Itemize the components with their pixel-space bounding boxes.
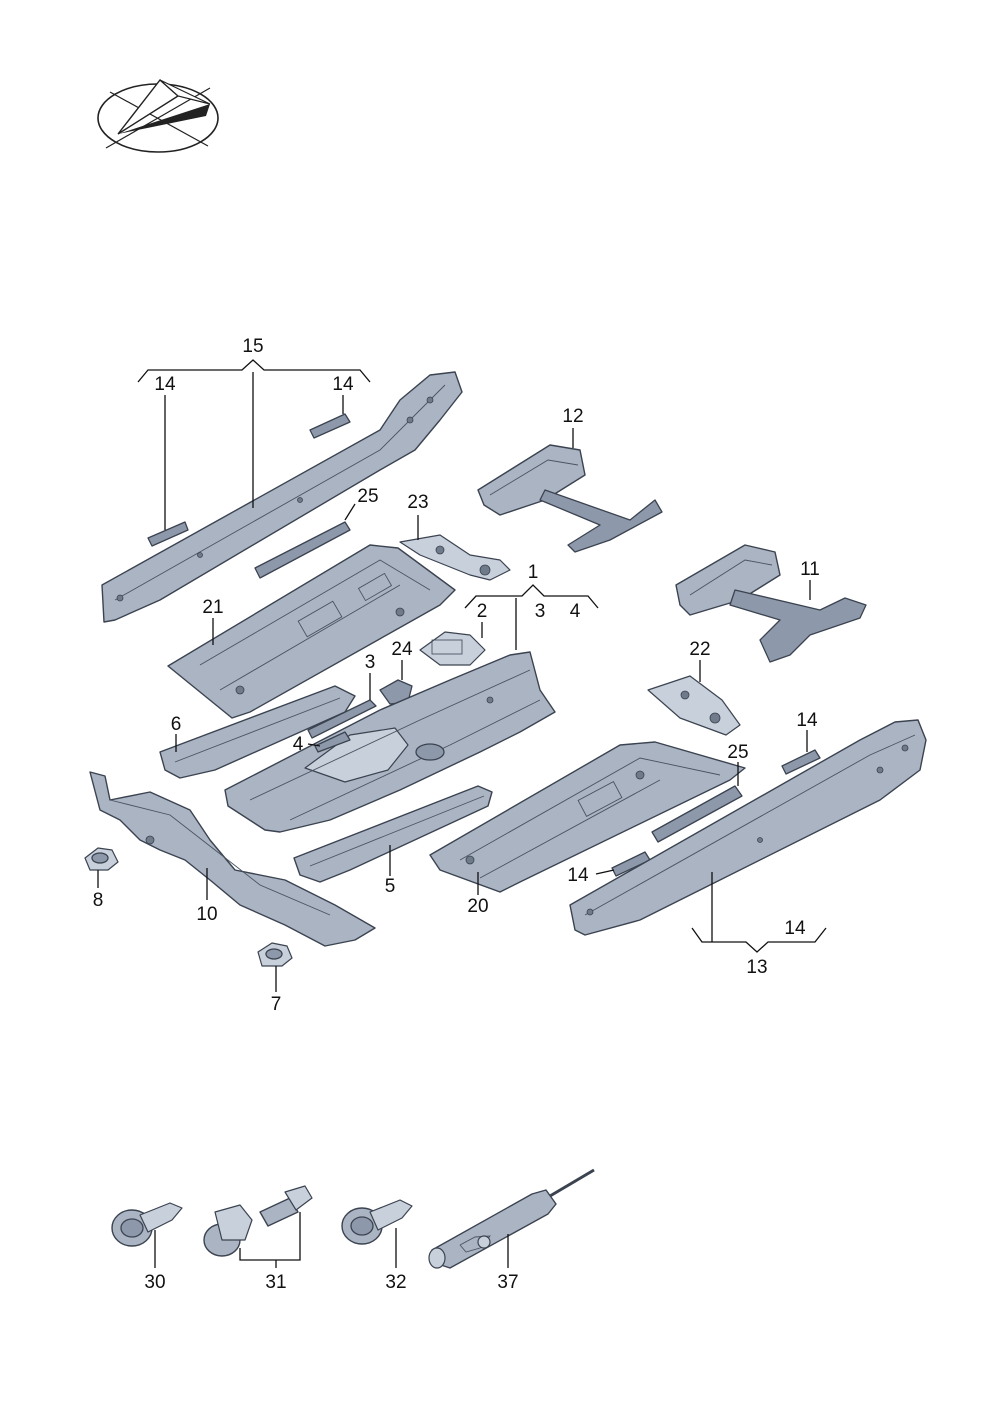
label-4: 4 [293, 734, 304, 755]
label-14: 14 [784, 918, 806, 939]
orientation-compass-icon [97, 78, 219, 153]
label-25: 25 [357, 486, 378, 507]
label-2: 2 [477, 601, 488, 622]
part-25-upper-strip [254, 521, 351, 579]
part-8-cap [84, 847, 119, 871]
part-21-left-floor [167, 544, 456, 719]
part-32-clip [341, 1199, 413, 1245]
labels: 15 14 14 12 25 23 1 11 2 3 4 21 24 22 3 … [93, 336, 820, 1293]
part-30-clip [111, 1202, 183, 1247]
label-23: 23 [407, 492, 428, 513]
part-3-strip [307, 699, 377, 739]
part-23-gusset [399, 534, 511, 581]
label-21: 21 [202, 597, 223, 618]
label-32: 32 [385, 1272, 406, 1293]
label-8: 8 [93, 890, 104, 911]
part-2-bracket [419, 631, 486, 666]
label-12: 12 [562, 406, 583, 427]
part-14-bracket-a [147, 521, 189, 547]
label-30: 30 [144, 1272, 165, 1293]
part-4-clip [314, 731, 351, 753]
label-25: 25 [727, 742, 748, 763]
label-3: 3 [535, 601, 546, 622]
label-31: 31 [265, 1272, 286, 1293]
part-10-left-rail [89, 771, 376, 947]
part-13-right-sill [569, 719, 927, 936]
part-20-right-floor [429, 741, 746, 893]
label-7: 7 [271, 994, 282, 1015]
part-24-clip [379, 679, 413, 705]
leader-lines [97, 359, 827, 1268]
label-22: 22 [689, 639, 710, 660]
label-5: 5 [385, 876, 396, 897]
label-10: 10 [196, 904, 217, 925]
label-14: 14 [332, 374, 354, 395]
part-37-adhesive-cartridge [428, 1168, 595, 1269]
part-11-rear-member [675, 544, 867, 663]
label-37: 37 [497, 1272, 518, 1293]
part-14-bracket-c [781, 749, 821, 775]
part-31-nut [203, 1204, 253, 1257]
label-14: 14 [154, 374, 176, 395]
label-11: 11 [800, 559, 820, 580]
label-15: 15 [242, 336, 263, 357]
part-5-center-rail [293, 785, 493, 883]
label-1: 1 [528, 562, 539, 583]
part-14-bracket-b [309, 413, 351, 439]
label-4: 4 [570, 601, 581, 622]
part-22-gusset [647, 675, 741, 736]
part-15-left-sill [101, 371, 463, 623]
label-14: 14 [796, 710, 818, 731]
label-14: 14 [567, 865, 589, 886]
part-6-cross-rail [159, 685, 356, 779]
part-7-cap [257, 942, 293, 967]
part-25-lower-strip [651, 785, 743, 843]
part-12-cross-member [477, 444, 663, 553]
label-6: 6 [171, 714, 182, 735]
part-31-bolt [259, 1185, 313, 1227]
label-24: 24 [391, 639, 413, 660]
part-1-tunnel [224, 651, 556, 833]
label-13: 13 [746, 957, 767, 978]
label-3: 3 [365, 652, 376, 673]
label-20: 20 [467, 896, 488, 917]
